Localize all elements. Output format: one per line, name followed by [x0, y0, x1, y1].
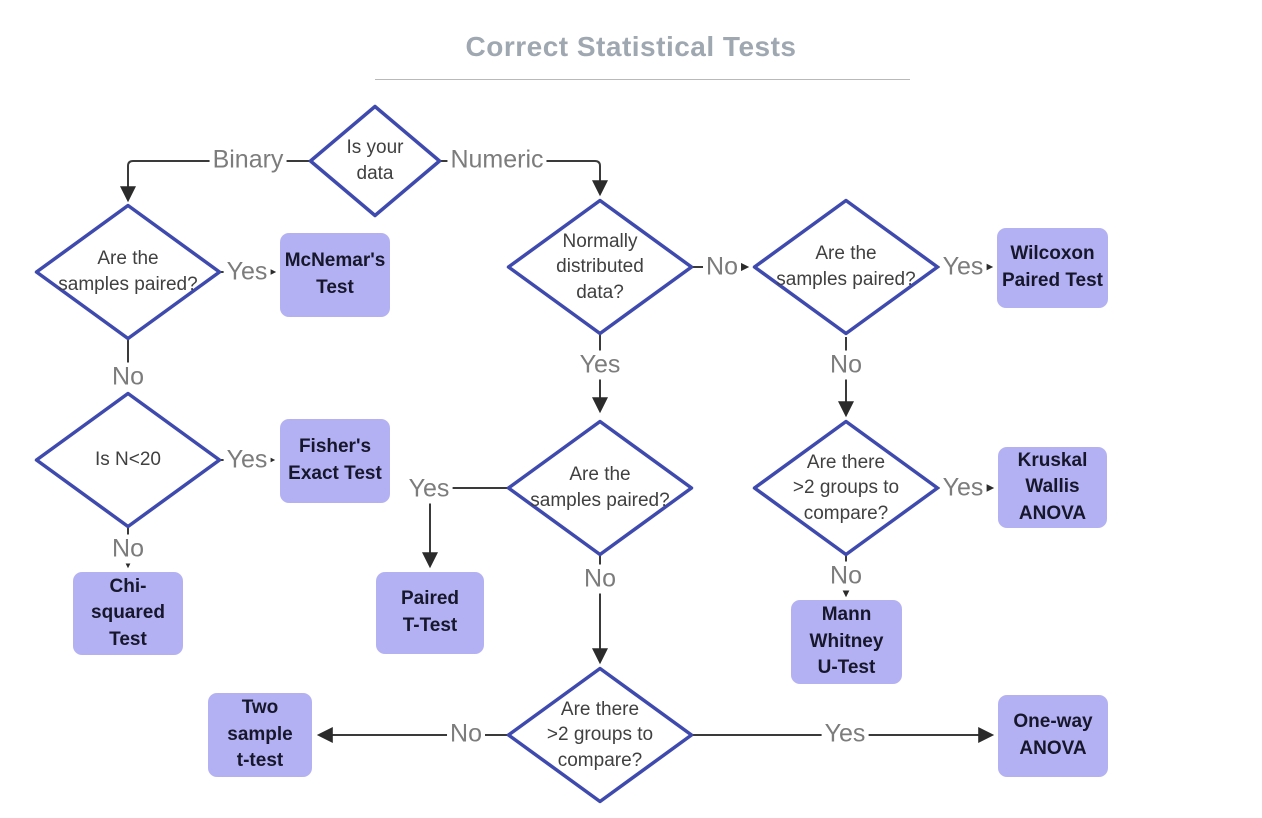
edge-label-no-n20: No	[109, 534, 147, 564]
decision-label: Is your data	[346, 137, 404, 184]
result-two-sample-t-test: Two sample t-test	[208, 693, 312, 777]
edge-label-no-normal-paired: No	[581, 564, 619, 594]
edge-label-no-binary-paired: No	[109, 362, 147, 392]
decision-label: Are there >2 groups to compare?	[792, 451, 900, 524]
result-one-way-anova: One-way ANOVA	[998, 695, 1108, 777]
decision-label: Are the samples paired?	[776, 243, 916, 290]
result-label: Kruskal Wallis ANOVA	[1017, 449, 1088, 524]
decision-label: Normally distributed data?	[556, 230, 644, 303]
decision-normally-distributed: Normally distributed data?	[506, 198, 694, 336]
decision-label: Are the samples paired?	[58, 248, 198, 295]
decision-numeric-samples-paired: Are the samples paired?	[752, 198, 940, 336]
diamond-shape	[34, 203, 222, 341]
connector-root-numeric	[441, 160, 608, 197]
diamond-shape	[34, 391, 222, 529]
result-chi-squared-test: Chi-squared Test	[73, 572, 183, 655]
edge-label-no-two-sample: No	[447, 719, 485, 749]
decision-is-your-data: Is your data	[308, 104, 442, 218]
edge-label-yes-normal: Yes	[576, 350, 624, 380]
diamond-shape	[506, 666, 694, 804]
edge-label-yes-oneway: Yes	[821, 719, 869, 749]
result-label: Wilcoxon Paired Test	[1001, 243, 1104, 291]
edge-label-yes-wilcoxon: Yes	[939, 252, 987, 282]
result-label: One-way ANOVA	[1013, 711, 1093, 759]
edge-label-binary: Binary	[209, 145, 287, 175]
decision-label: Are the samples paired?	[530, 464, 670, 511]
decision-label: Are there >2 groups to compare?	[546, 698, 654, 771]
decision-nonnormal-groups: Are there >2 groups to compare?	[752, 419, 940, 557]
result-paired-t-test: Paired T-Test	[376, 572, 484, 654]
result-label: Two sample t-test	[227, 697, 293, 772]
edge-label-yes-mcnemar: Yes	[223, 257, 271, 287]
edge-label-no-nonnormal-groups: No	[827, 561, 865, 591]
result-fishers-exact-test: Fisher's Exact Test	[280, 419, 390, 503]
decision-is-n-less-20: Is N<20	[34, 391, 222, 529]
diamond-shape	[752, 198, 940, 336]
diamond-shape	[506, 198, 694, 336]
result-label: Paired T-Test	[400, 588, 460, 636]
connector-root-binary	[120, 160, 310, 203]
edge-label-no-normal: No	[703, 252, 741, 282]
decision-binary-samples-paired: Are the samples paired?	[34, 203, 222, 341]
result-kruskal-wallis-anova: Kruskal Wallis ANOVA	[998, 447, 1107, 528]
page-title: Correct Statistical Tests	[465, 31, 797, 62]
edge-label-yes-paired-t: Yes	[405, 474, 453, 504]
decision-normal-groups: Are there >2 groups to compare?	[506, 666, 694, 804]
edge-label-yes-fisher: Yes	[223, 445, 271, 475]
result-mcnemars-test: McNemar's Test	[280, 233, 390, 317]
decision-label: Is N<20	[94, 449, 161, 471]
result-label: Chi-squared Test	[91, 575, 165, 650]
result-label: Mann Whitney U-Test	[809, 604, 884, 679]
title-underline	[375, 79, 910, 80]
diamond-shape	[308, 104, 442, 218]
result-label: Fisher's Exact Test	[288, 436, 382, 484]
result-mann-whitney-u-test: Mann Whitney U-Test	[791, 600, 902, 684]
diamond-shape	[752, 419, 940, 557]
decision-normal-samples-paired: Are the samples paired?	[506, 419, 694, 557]
edge-label-yes-kruskal: Yes	[939, 473, 987, 503]
diamond-shape	[506, 419, 694, 557]
edge-label-no-numeric-paired: No	[827, 350, 865, 380]
result-label: McNemar's Test	[284, 250, 386, 298]
edge-label-numeric: Numeric	[447, 145, 547, 175]
result-wilcoxon-paired-test: Wilcoxon Paired Test	[997, 228, 1108, 308]
